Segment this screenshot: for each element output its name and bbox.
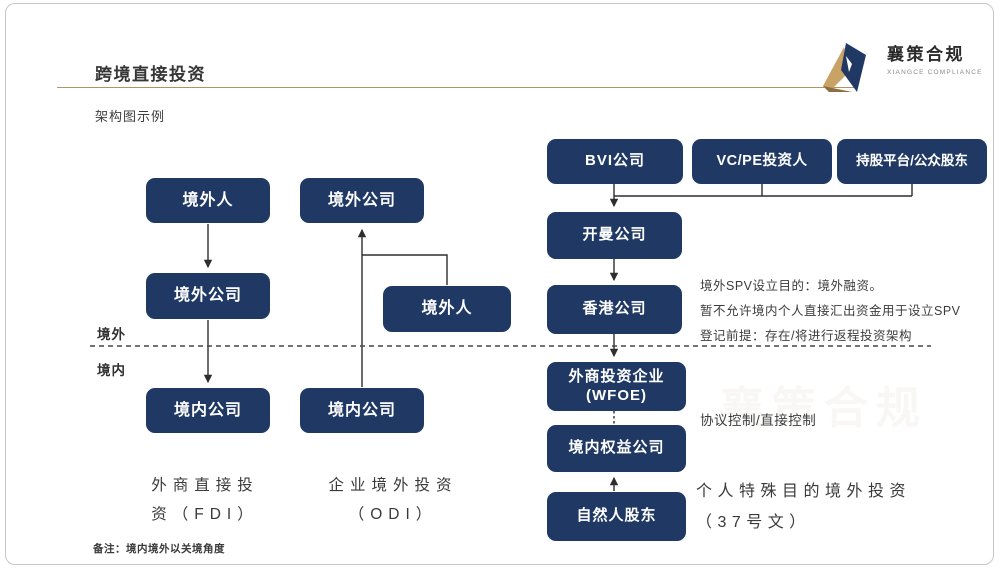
box-bvi-company: BVI公司 (547, 139, 683, 184)
spv-note-line2: 暂不允许境内个人直接汇出资金用于设立SPV (700, 304, 961, 318)
box-wfoe-label: 外商投资企业 (568, 367, 665, 385)
box-vcpe-investors: VC/PE投资人 (692, 139, 832, 184)
logo-name: 襄策合规 (887, 45, 965, 64)
footnote: 备注：境内境外以关境角度 (93, 543, 225, 555)
box-onshore-equity-company: 境内权益公司 (547, 425, 686, 472)
box-wfoe: 外商投资企业 (WFOE) (547, 362, 686, 411)
caption-round-trip-line2: （37号文） (696, 514, 811, 532)
spv-note-line3: 登记前提：存在/将进行返程投资架构 (700, 329, 912, 343)
caption-fdi-line2: 资（FDI） (151, 506, 259, 524)
spv-note-line1: 境外SPV设立目的：境外融资。 (700, 279, 883, 293)
box-fdi-offshore-company: 境外公司 (146, 273, 270, 319)
box-natural-person-shareholder: 自然人股东 (547, 492, 686, 541)
box-odi-offshore-person: 境外人 (383, 286, 511, 332)
box-cayman-company: 开曼公司 (547, 212, 682, 259)
company-logo: 襄策合规 XIANGCE COMPLIANCE (822, 42, 983, 99)
caption-round-trip-line1: 个人特殊目的境外投资 (696, 483, 912, 500)
caption-odi-line2: （ODI） (348, 506, 438, 524)
caption-fdi-line1: 外商直接投 (151, 477, 259, 494)
caption-round-trip: 个人特殊目的境外投资 （37号文） (696, 476, 911, 538)
xiangce-logo-icon (822, 42, 880, 99)
box-odi-offshore-company: 境外公司 (300, 178, 424, 223)
logo-tagline: XIANGCE COMPLIANCE (887, 68, 983, 76)
box-holding-platform-public-shareholders: 持股平台/公众股东 (837, 139, 987, 184)
caption-fdi: 外商直接投 资（FDI） (105, 471, 305, 530)
slide-subtitle: 架构图示例 (95, 109, 166, 124)
caption-odi: 企业境外投资 （ODI） (293, 471, 493, 530)
offshore-region-label: 境外 (97, 327, 126, 342)
control-note: 协议控制/直接控制 (700, 413, 817, 428)
box-fdi-offshore-person: 境外人 (146, 178, 270, 223)
page-title: 跨境直接投资 (95, 65, 206, 84)
box-hongkong-company: 香港公司 (547, 285, 682, 334)
box-odi-onshore-company: 境内公司 (300, 388, 424, 433)
box-fdi-onshore-company: 境内公司 (146, 388, 270, 433)
onshore-region-label: 境内 (97, 363, 126, 378)
caption-odi-line1: 企业境外投资 (328, 477, 458, 494)
box-wfoe-sublabel: (WFOE) (586, 386, 647, 404)
title-underline (57, 87, 856, 88)
